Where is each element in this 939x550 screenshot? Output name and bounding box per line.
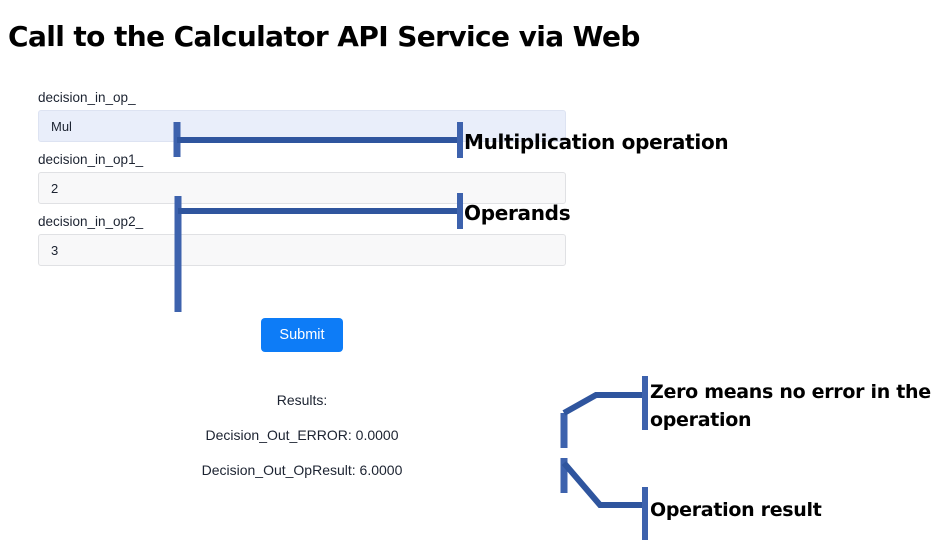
- input-decision-in-op[interactable]: [38, 110, 566, 142]
- annotation-operands-label: Operands: [464, 201, 571, 225]
- annotation-multiplication-label: Multiplication operation: [464, 130, 729, 154]
- calculator-form: decision_in_op_ decision_in_op1_ decisio…: [38, 90, 566, 278]
- label-decision-in-op1: decision_in_op1_: [38, 152, 144, 167]
- annotation-operation-result-label: Operation result: [650, 499, 822, 521]
- input-decision-in-op2[interactable]: [38, 234, 566, 266]
- submit-row: Submit: [38, 318, 566, 352]
- result-error-value: Decision_Out_ERROR: 0.0000: [205, 427, 399, 443]
- callout-zero-error: [560, 376, 648, 448]
- input-decision-in-op1[interactable]: [38, 172, 566, 204]
- callout-operation-result: [560, 458, 648, 540]
- label-decision-in-op2: decision_in_op2_: [38, 214, 144, 229]
- field-group-decision-in-op2: decision_in_op2_: [38, 214, 566, 266]
- submit-button[interactable]: Submit: [261, 318, 343, 352]
- results-heading: Results:: [276, 392, 328, 408]
- page-title: Call to the Calculator API Service via W…: [8, 20, 640, 53]
- results-area: Results: Decision_Out_ERROR: 0.0000 Deci…: [38, 392, 566, 478]
- field-group-decision-in-op: decision_in_op_: [38, 90, 566, 142]
- result-opresult-value: Decision_Out_OpResult: 6.0000: [201, 462, 403, 478]
- annotation-zero-error-label: Zero means no error in the operation: [650, 381, 931, 431]
- label-decision-in-op: decision_in_op_: [38, 90, 136, 105]
- field-group-decision-in-op1: decision_in_op1_: [38, 152, 566, 204]
